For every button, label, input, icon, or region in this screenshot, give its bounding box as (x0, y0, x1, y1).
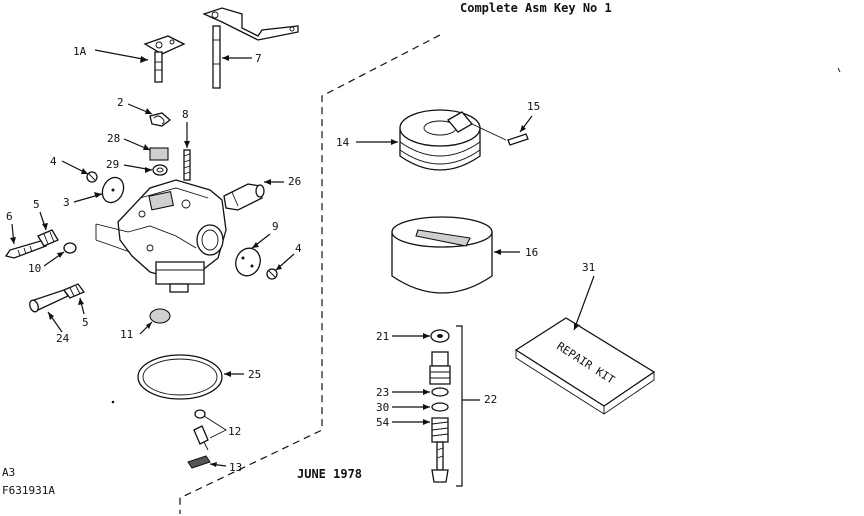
part-25-bowl-gasket (137, 354, 223, 400)
label-14: 14 (336, 136, 350, 149)
part-23-washer (431, 387, 449, 397)
label-5-upper: 5 (33, 198, 40, 211)
label-30: 30 (376, 401, 389, 414)
label-5-lower: 5 (82, 316, 89, 329)
part-21-gasket (430, 329, 450, 343)
label-31: 31 (582, 261, 595, 274)
label-3: 3 (63, 196, 70, 209)
part-15-float-shaft (507, 133, 529, 146)
part-31-repair-kit: REPAIR KIT (514, 317, 656, 415)
label-7: 7 (255, 52, 262, 65)
part-12-inlet-needle (193, 409, 209, 451)
label-8: 8 (182, 108, 189, 121)
label-22: 22 (484, 393, 497, 406)
part-54-spring (431, 417, 449, 443)
part-4-throttle-plate-screw (86, 171, 98, 183)
part-28-clip (149, 147, 169, 161)
label-23: 23 (376, 386, 389, 399)
part-11-cup-plug (149, 308, 171, 324)
label-12: 12 (228, 425, 241, 438)
part-14-float (399, 109, 481, 171)
label-26: 26 (288, 175, 301, 188)
part-13-needle-clip (187, 455, 211, 469)
part-22-bracket (456, 325, 463, 487)
part-26-fuel-inlet-fitting (223, 183, 265, 211)
part-5-idle-screw-spring (37, 229, 59, 247)
label-9: 9 (272, 220, 279, 233)
part-4-choke-plate-screw (266, 268, 278, 280)
label-24: 24 (56, 332, 70, 345)
label-21: 21 (376, 330, 389, 343)
label-28: 28 (107, 132, 120, 145)
part-30-o-ring (431, 402, 449, 412)
label-4-left: 4 (50, 155, 57, 168)
part-16-float-bowl (391, 216, 493, 294)
part-7-choke-shaft (202, 7, 299, 89)
label-11: 11 (120, 328, 133, 341)
part-6-idle-mixture-screw (4, 239, 47, 259)
main-nozzle-body (429, 351, 451, 385)
assembly-title: Complete Asm Key No 1 (460, 1, 612, 15)
label-4-right: 4 (295, 242, 302, 255)
label-25: 25 (248, 368, 261, 381)
label-16: 16 (525, 246, 538, 259)
part-10-welch-plug (63, 242, 77, 254)
part-29-spring-seat (152, 164, 168, 176)
label-29: 29 (106, 158, 119, 171)
drawing-code-number: F631931A (2, 484, 55, 497)
part-8-idle-screw (183, 149, 191, 181)
label-2: 2 (117, 96, 124, 109)
part-1a-throttle-shaft (143, 35, 186, 83)
part-9-choke-plate (235, 247, 261, 277)
drawing-date: JUNE 1978 (297, 467, 362, 481)
label-1a: 1A (73, 45, 87, 58)
part-2-throttle-spring (149, 112, 172, 127)
label-6: 6 (6, 210, 13, 223)
carburetor-body (95, 179, 227, 293)
label-10: 10 (28, 262, 41, 275)
drawing-code-a3: A3 (2, 466, 15, 479)
assembly-separator-line (179, 34, 441, 514)
label-13: 13 (229, 461, 242, 474)
label-15: 15 (527, 100, 540, 113)
label-54: 54 (376, 416, 390, 429)
part-24-main-adjusting-screw (29, 283, 86, 313)
part-3-throttle-plate (101, 176, 125, 204)
bowl-screw (431, 441, 449, 483)
